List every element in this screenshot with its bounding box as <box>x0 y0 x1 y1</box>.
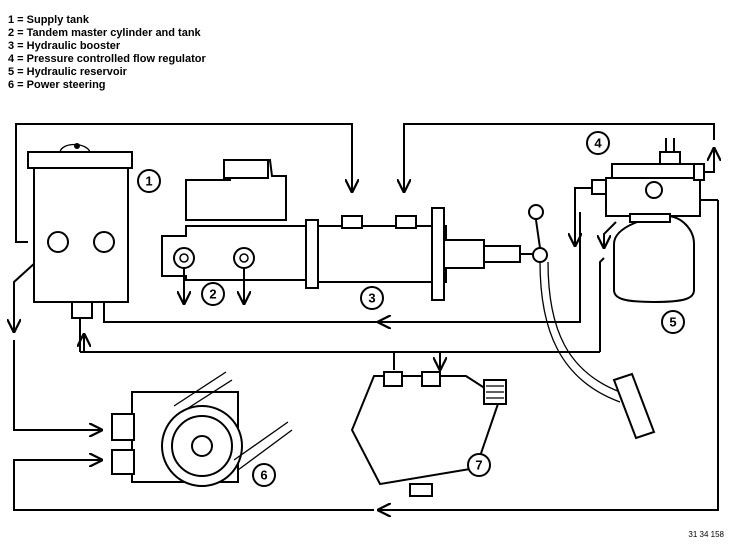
flow-regulator <box>591 138 705 217</box>
legend-item-hydraulic-reservoir: 5 = Hydraulic reservoir <box>8 66 127 78</box>
svg-text:5: 5 <box>669 315 676 330</box>
power-steering-pump <box>111 371 293 487</box>
power-steering-gear <box>350 371 507 497</box>
svg-text:4: 4 <box>594 136 602 151</box>
svg-text:1: 1 <box>145 174 152 189</box>
svg-text:7: 7 <box>475 458 482 473</box>
callout-3: 3 <box>360 286 384 310</box>
legend-item-flow-regulator: 4 = Pressure controlled flow regulator <box>8 53 206 65</box>
hydraulic-reservoir <box>613 213 695 304</box>
svg-text:6: 6 <box>260 468 267 483</box>
legend-item-power-steering: 6 = Power steering <box>8 79 106 91</box>
svg-text:3: 3 <box>368 291 375 306</box>
callout-6: 6 <box>252 463 276 487</box>
legend-item-tandem-master-cylinder: 2 = Tandem master cylinder and tank <box>8 27 201 39</box>
master-cylinder-tank <box>161 158 307 302</box>
callout-4: 4 <box>586 131 610 155</box>
hydraulic-booster <box>305 204 548 301</box>
brake-pedal <box>539 261 656 440</box>
legend-item-hydraulic-booster: 3 = Hydraulic booster <box>8 40 121 52</box>
svg-text:2: 2 <box>209 287 216 302</box>
reference-code: 31 34 158 <box>688 530 724 539</box>
legend: 1 = Supply tank 2 = Tandem master cylind… <box>8 14 206 92</box>
callout-5: 5 <box>661 310 685 334</box>
legend-item-supply-tank: 1 = Supply tank <box>8 14 89 26</box>
callout-2: 2 <box>201 282 225 306</box>
callout-1: 1 <box>137 169 161 193</box>
supply-tank <box>27 143 133 319</box>
callout-7: 7 <box>467 453 491 477</box>
